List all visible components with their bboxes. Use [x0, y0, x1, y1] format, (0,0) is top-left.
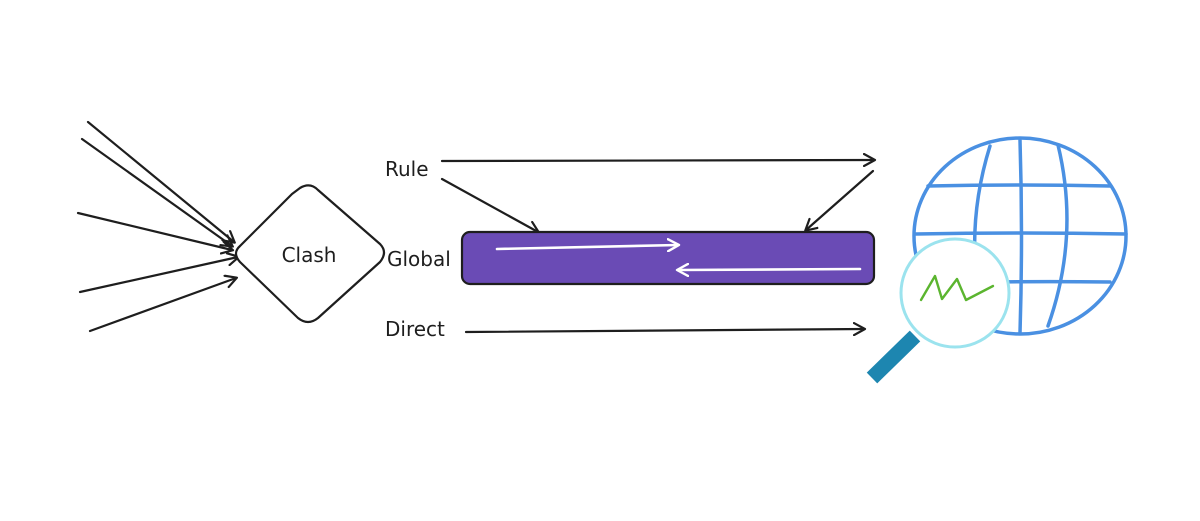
rule-arrows — [440, 160, 875, 232]
incoming-arrow — [80, 137, 232, 246]
mode-label-direct: Direct — [385, 317, 445, 341]
incoming-arrow — [86, 120, 234, 242]
tunnel-body — [460, 230, 876, 286]
mode-label-rule: Rule — [385, 157, 429, 181]
incoming-arrow — [76, 211, 232, 250]
clash-node: Clash — [234, 184, 386, 324]
direct-arrow — [464, 329, 864, 332]
tunnel-outbound-arrow — [495, 245, 678, 249]
magnifier-icon — [866, 237, 1011, 384]
rule-to-tunnel-arrow — [440, 177, 538, 232]
incoming-arrow — [88, 278, 236, 333]
magnifier-lens — [899, 237, 1011, 349]
clash-diamond — [234, 184, 386, 324]
rule-direct-arrow — [440, 160, 874, 161]
proxy-tunnel-bar — [460, 230, 876, 286]
clash-label: Clash — [282, 243, 337, 267]
tunnel-inbound-arrow — [678, 269, 862, 270]
incoming-arrows — [76, 120, 238, 333]
incoming-arrow — [78, 257, 238, 294]
signal-wave-icon — [919, 274, 995, 302]
mode-label-global: Global — [387, 247, 451, 271]
magnifier-handle — [866, 330, 921, 384]
tunnel-to-rule-arrow — [806, 169, 875, 230]
